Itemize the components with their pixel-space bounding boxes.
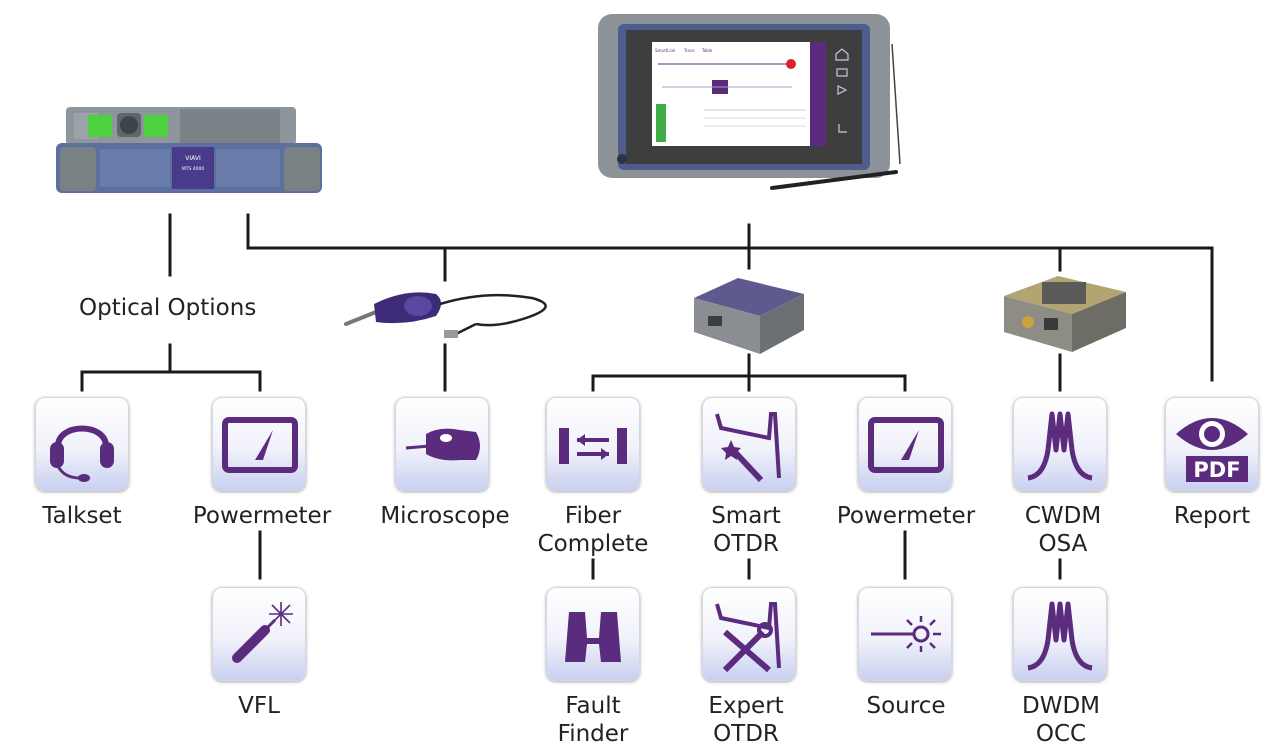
report-tile[interactable]: PDF [1165,397,1259,491]
screen-tab-smartlink: SmartLink [655,48,676,53]
eye-pdf-icon: PDF [1176,418,1248,482]
smart-otdr-label: Smart OTDR [711,503,781,557]
otdr-wand-icon [715,412,781,483]
otdr-module-image [694,278,804,354]
powermeter-optical-label: Powermeter [192,503,332,529]
gauge-icon [868,417,944,473]
microscope-icon [405,428,480,461]
talkset-tile[interactable] [35,397,129,491]
otdr-tools-icon [715,602,781,673]
microscope-probe-image [344,292,547,338]
osa-module-image [1004,276,1126,352]
microscope-tile[interactable] [395,397,489,491]
pdf-badge: PDF [1193,458,1240,482]
expert-otdr-tile[interactable] [702,587,796,681]
gauge-icon [222,417,298,473]
powermeter-tile[interactable] [858,397,952,491]
platform-model: MTS 4000 [182,166,205,172]
screen-tab-table: Table [701,48,713,53]
laser-pen-icon [232,602,293,663]
fiber-complete-label: Fiber Complete [537,503,649,557]
source-label: Source [866,693,946,719]
optical-options-label: Optical Options [79,295,257,321]
fault-finder-tile[interactable] [546,587,640,681]
cwdm-osa-label: CWDM OSA [1024,503,1102,557]
powermeter-optical-tile[interactable] [212,397,306,491]
fiber-arrows-icon [559,428,627,464]
light-source-icon [871,616,941,652]
dwdm-occ-tile[interactable] [1013,587,1107,681]
spectrum-peaks-icon [1027,411,1093,481]
screen-tab-trace: Trace [683,48,695,53]
source-tile[interactable] [858,587,952,681]
talkset-label: Talkset [42,503,122,529]
dwdm-occ-label: DWDM OCC [1021,693,1101,747]
vfl-label: VFL [238,693,280,719]
expert-otdr-label: Expert OTDR [708,693,784,747]
cwdm-osa-tile[interactable] [1013,397,1107,491]
headset-icon [50,425,114,482]
powermeter-label: Powermeter [836,503,976,529]
fault-finder-label: Fault Finder [557,693,629,747]
platform-brand: VIAVI [185,155,201,162]
vfl-tile[interactable] [212,587,306,681]
smart-otdr-tile[interactable] [702,397,796,491]
fiber-complete-tile[interactable] [546,397,640,491]
binoculars-icon [565,612,621,662]
report-label: Report [1173,503,1251,529]
tablet-device-image: SmartLink Trace Table [598,14,901,190]
spectrum-peaks-icon [1027,601,1093,671]
microscope-label: Microscope [380,503,510,529]
base-module-image: VIAVI MTS 4000 [56,107,322,193]
